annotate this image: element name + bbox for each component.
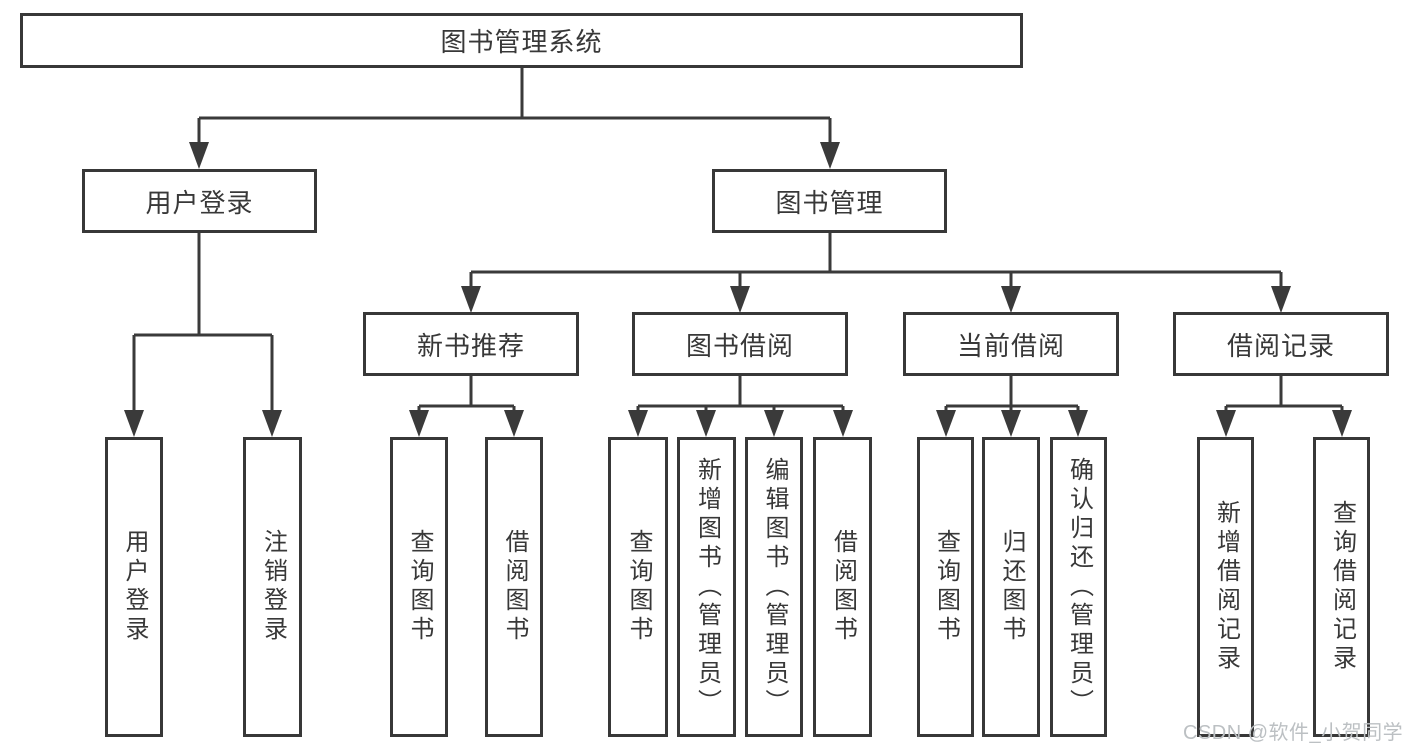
node-new-book-recommend-label: 新书推荐 (416, 330, 525, 361)
arrowhead-bb-borrow (833, 410, 853, 437)
leaf-query-borrow-record-label: 查询借阅记录 (1328, 500, 1356, 674)
leaf-add-book-admin-label: 新增图书（管理员） (693, 456, 721, 718)
node-new-book-recommend: 新书推荐 (363, 312, 579, 376)
arrowhead-bb-add (696, 410, 716, 437)
node-book-management-label: 图书管理 (775, 187, 884, 218)
leaf-edit-book-admin: 编辑图书（管理员） (745, 437, 803, 737)
leaf-user-login-label: 用户登录 (121, 529, 148, 645)
leaf-add-borrow-record-label: 新增借阅记录 (1212, 500, 1240, 674)
arrowhead-bb-edit (764, 410, 784, 437)
arrowhead-book-management (820, 142, 840, 169)
arrowhead-borrow-records (1271, 286, 1291, 313)
connector-new-book (417, 376, 516, 411)
node-current-borrow: 当前借阅 (903, 312, 1119, 376)
arrowhead-leaf-logout (262, 410, 282, 437)
watermark: CSDN @软件_小贺同学 (1183, 722, 1404, 744)
node-book-management: 图书管理 (712, 169, 947, 233)
arrowhead-current-borrow (1001, 286, 1021, 313)
leaf-query-books-3-label: 查询图书 (932, 529, 960, 645)
arrowhead-cb-return (1001, 410, 1021, 437)
arrowhead-user-login (189, 142, 209, 169)
leaf-user-login: 用户登录 (105, 437, 163, 737)
leaf-add-borrow-record: 新增借阅记录 (1197, 437, 1254, 737)
leaf-borrow-books-1-label: 借阅图书 (501, 529, 528, 645)
node-user-login-label: 用户登录 (145, 187, 254, 218)
node-book-borrow-label: 图书借阅 (685, 330, 794, 361)
arrowhead-cb-query (936, 410, 956, 437)
node-root: 图书管理系统 (20, 13, 1023, 68)
leaf-add-book-admin: 新增图书（管理员） (677, 437, 736, 737)
leaf-return-books: 归还图书 (982, 437, 1040, 737)
leaf-query-borrow-record: 查询借阅记录 (1313, 437, 1370, 737)
leaf-query-books-2-label: 查询图书 (625, 529, 652, 645)
connector-borrow-records (1224, 376, 1344, 411)
node-borrow-records: 借阅记录 (1173, 312, 1389, 376)
connector-current-borrow (944, 376, 1080, 411)
leaf-logout-label: 注销登录 (259, 529, 287, 645)
leaf-borrow-books-1: 借阅图书 (485, 437, 543, 737)
connector-book-management (469, 233, 1283, 286)
node-user-login: 用户登录 (82, 169, 317, 233)
arrowhead-leaf-login (124, 410, 144, 437)
leaf-logout: 注销登录 (243, 437, 302, 737)
arrowhead-new-book (461, 286, 481, 313)
node-book-borrow: 图书借阅 (632, 312, 848, 376)
connector-user-login (132, 233, 274, 410)
leaf-borrow-books-2: 借阅图书 (813, 437, 872, 737)
arrowhead-book-borrow (730, 286, 750, 313)
arrowhead-cb-confirm (1068, 410, 1088, 437)
leaf-confirm-return-admin-label: 确认归还（管理员） (1065, 456, 1093, 718)
leaf-query-books-3: 查询图书 (917, 437, 974, 737)
arrowhead-nb-borrow (504, 410, 524, 437)
connector-root (197, 66, 832, 142)
leaf-query-books-1: 查询图书 (390, 437, 448, 737)
leaf-query-books-2: 查询图书 (608, 437, 668, 737)
leaf-confirm-return-admin: 确认归还（管理员） (1050, 437, 1107, 737)
leaf-borrow-books-2-label: 借阅图书 (829, 529, 857, 645)
arrowhead-bb-query (628, 410, 648, 437)
connector-book-borrow (636, 376, 845, 411)
arrowhead-br-add (1216, 410, 1236, 437)
leaf-return-books-label: 归还图书 (998, 529, 1025, 645)
node-root-label: 图书管理系统 (440, 27, 603, 57)
node-current-borrow-label: 当前借阅 (956, 330, 1065, 361)
arrowhead-nb-query (409, 410, 429, 437)
leaf-query-books-1-label: 查询图书 (406, 529, 433, 645)
leaf-edit-book-admin-label: 编辑图书（管理员） (761, 456, 788, 718)
arrowhead-br-query (1332, 410, 1352, 437)
node-borrow-records-label: 借阅记录 (1226, 330, 1335, 361)
